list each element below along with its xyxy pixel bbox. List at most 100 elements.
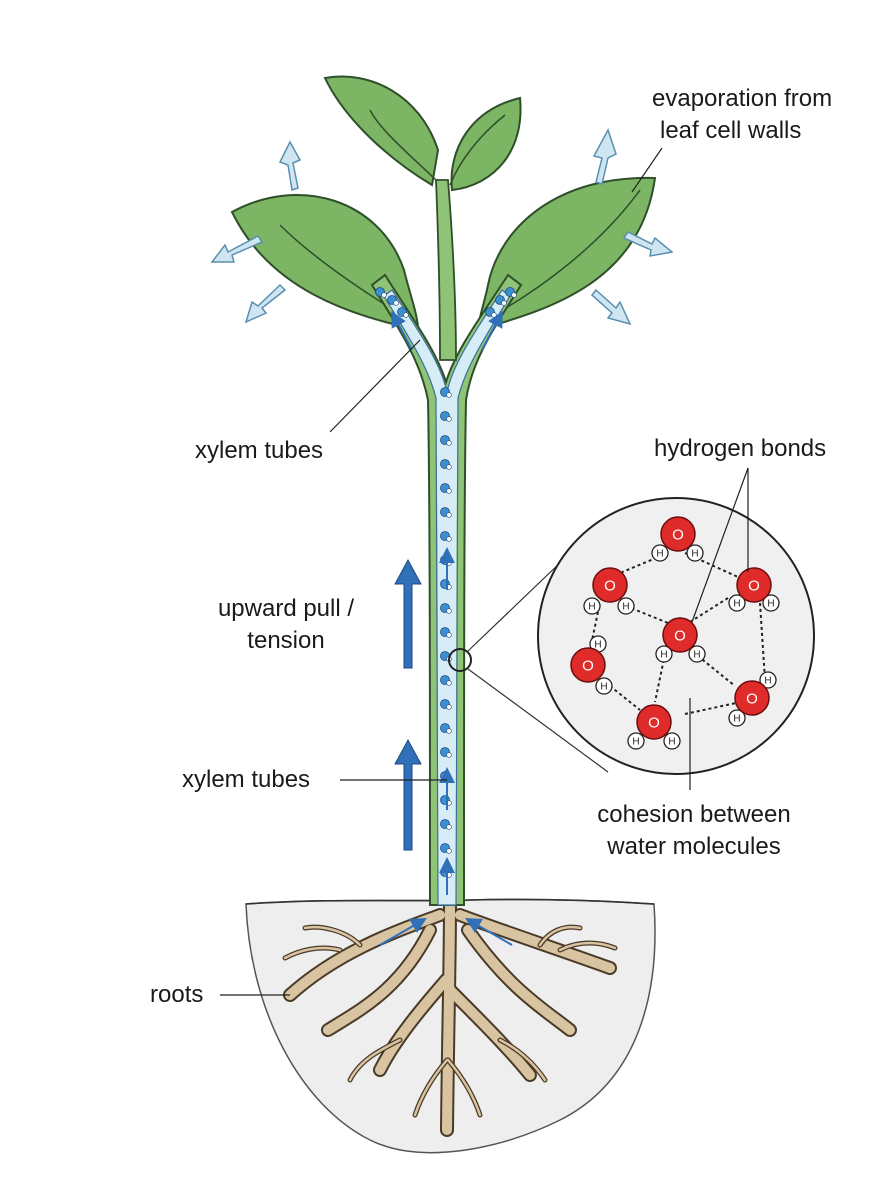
water-drop-h (446, 536, 452, 542)
hydrogen-label: H (632, 737, 639, 748)
leader-lines (220, 147, 749, 996)
upward-arrow-top (394, 558, 422, 669)
water-molecule: H HO (627, 704, 681, 750)
water-drop-h (446, 608, 452, 614)
oxygen-atom (570, 647, 606, 683)
label-roots: roots (150, 981, 204, 1008)
oxygen-atom (662, 617, 698, 653)
hydrogen-atom (627, 732, 645, 750)
roots-system (282, 898, 618, 1137)
water-drop-h (446, 416, 452, 422)
hydrogen-label: H (660, 650, 667, 661)
hydrogen-atom (583, 597, 601, 615)
label-cohesion-line2: water molecules (607, 833, 781, 860)
oxygen-atom (734, 680, 770, 716)
hydrogen-atom (728, 594, 746, 612)
water-drop-h (446, 632, 452, 638)
leaf-top-right (450, 96, 522, 192)
hydrogen-label: H (594, 640, 601, 651)
hydrogen-label: H (600, 682, 607, 693)
evap-arrow-6 (590, 288, 632, 326)
label-upward-line1: upward pull / (217, 595, 355, 622)
oxygen-label: O (648, 714, 660, 731)
zoom-source-circle (448, 648, 472, 672)
hydrogen-label: H (764, 676, 771, 687)
label-hydrogen-bonds: hydrogen bonds (654, 435, 827, 462)
upward-arrow-bottom (394, 738, 422, 851)
oxygen-label: O (672, 526, 684, 543)
water-drop-h (446, 440, 452, 446)
oxygen-atom (660, 516, 696, 552)
water-drop-h (446, 464, 452, 470)
hydrogen-label: H (767, 599, 774, 610)
evap-arrow-3 (244, 283, 287, 324)
label-upward-line2: tension (247, 627, 325, 654)
oxygen-label: O (674, 627, 686, 644)
hydrogen-label: H (691, 549, 698, 560)
hydrogen-atom (688, 645, 706, 663)
hydrogen-atom (759, 671, 777, 689)
evap-arrow-2 (210, 235, 264, 263)
water-drop-h (446, 848, 452, 854)
oxygen-atom (736, 567, 772, 603)
water-drop-h (446, 680, 452, 686)
hydrogen-label: H (588, 602, 595, 613)
evap-arrow-1 (278, 140, 302, 191)
hydrogen-atom (728, 709, 746, 727)
oxygen-atom (592, 567, 628, 603)
oxygen-atom (636, 704, 672, 740)
hydrogen-atom (686, 544, 704, 562)
hydrogen-bond-lines (589, 552, 766, 715)
water-drop-h (446, 752, 452, 758)
hydrogen-label: H (733, 599, 740, 610)
hydrogen-label: H (656, 549, 663, 560)
water-drop-h (446, 512, 452, 518)
hydrogen-atom (617, 597, 635, 615)
evaporation-arrows (210, 128, 674, 326)
water-drop-h (446, 824, 452, 830)
hydrogen-atom (663, 732, 681, 750)
water-drop-h (511, 292, 517, 298)
hydrogen-label: H (668, 737, 675, 748)
water-molecule: H HO (728, 567, 780, 612)
oxygen-label: O (748, 577, 760, 594)
water-drop-h (501, 300, 507, 306)
xylem-flow-arrows (379, 310, 513, 946)
water-drop-h (393, 300, 399, 306)
water-drop-h (403, 312, 409, 318)
water-drop-h (446, 704, 452, 710)
zoom-callout (448, 497, 815, 775)
water-drop-h (446, 488, 452, 494)
upward-tension-arrows (394, 558, 422, 851)
oxygen-label: O (582, 657, 594, 674)
label-xylem-top: xylem tubes (195, 437, 324, 464)
hydrogen-label: H (622, 602, 629, 613)
label-evaporation-line2: leaf cell walls (660, 117, 802, 144)
hydrogen-label: H (693, 650, 700, 661)
oxygen-label: O (746, 690, 758, 707)
water-molecule: H HO (655, 617, 706, 663)
water-drop-h (446, 728, 452, 734)
hydrogen-atom (651, 544, 669, 562)
evap-arrow-5 (622, 231, 674, 257)
hydrogen-atom (655, 645, 673, 663)
upper-stem (435, 179, 457, 361)
leaf-top-left (323, 75, 440, 187)
label-xylem-mid: xylem tubes (182, 766, 311, 793)
water-drop-h (381, 292, 387, 298)
water-molecule: H HO (583, 567, 635, 615)
water-drop-h (491, 312, 497, 318)
water-drop-h (446, 392, 452, 398)
evap-arrow-4 (592, 128, 617, 185)
hydrogen-atom (595, 677, 613, 695)
water-molecule: H HO (570, 635, 613, 695)
hydrogen-label: H (733, 714, 740, 725)
water-molecule: H HO (728, 671, 777, 727)
label-cohesion-line1: cohesion between (597, 801, 791, 828)
oxygen-label: O (604, 577, 616, 594)
water-molecule: H HO (651, 516, 704, 562)
hydrogen-atom (762, 594, 780, 612)
water-droplets (375, 287, 517, 878)
label-evaporation-line1: evaporation from (652, 85, 833, 112)
